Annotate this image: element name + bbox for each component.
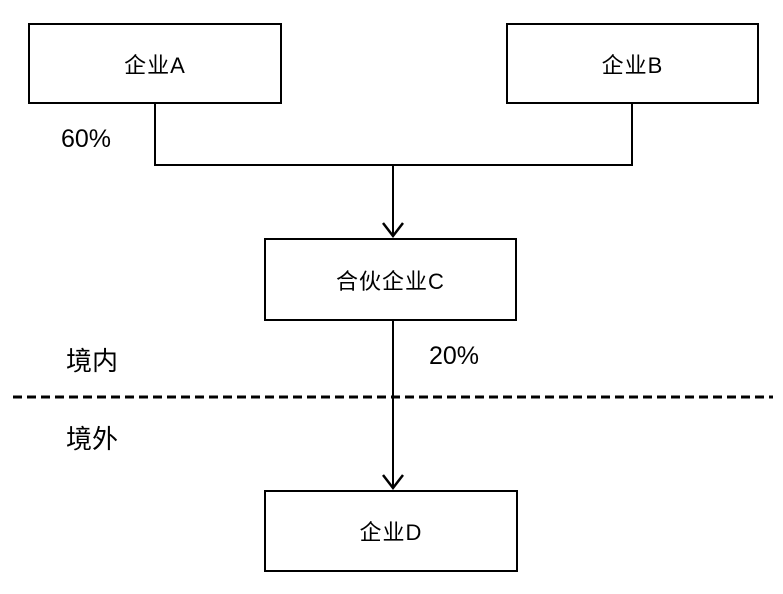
node-company-b-label: 企业B bbox=[601, 52, 664, 78]
node-company-a: 企业A bbox=[28, 23, 282, 104]
node-company-a-label: 企业A bbox=[124, 52, 186, 78]
ownership-label-20-percent: 20% bbox=[429, 342, 480, 370]
region-label-overseas: 境外 bbox=[66, 424, 119, 454]
ownership-label-60-percent: 60% bbox=[61, 125, 112, 153]
node-company-d-label: 企业D bbox=[359, 520, 423, 545]
node-company-b: 企业B bbox=[506, 23, 759, 104]
node-company-d: 企业D bbox=[264, 490, 518, 572]
region-label-domestic: 境内 bbox=[66, 346, 119, 376]
node-partnership-c-label: 合伙企业C bbox=[336, 268, 445, 294]
arrow-to-d-head bbox=[382, 474, 404, 491]
node-partnership-c: 合伙企业C bbox=[264, 238, 517, 321]
arrow-to-c-head bbox=[382, 222, 404, 239]
